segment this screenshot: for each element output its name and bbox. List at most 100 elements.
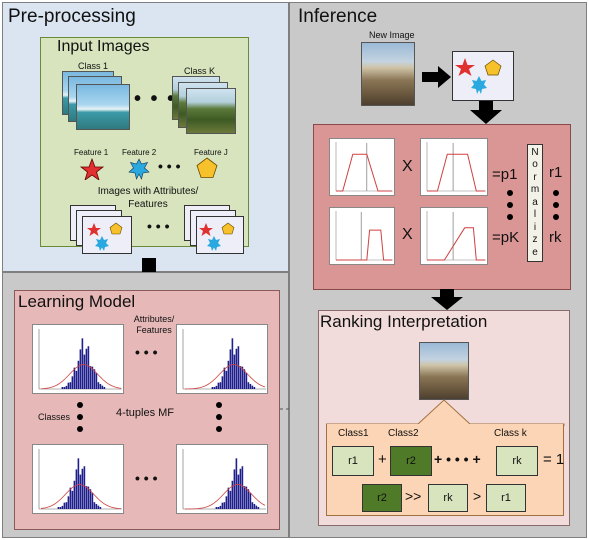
histogram-bar [63, 387, 66, 389]
vdot [77, 402, 83, 408]
attributes-ellipsis: • • • [147, 218, 170, 234]
feature-j-label: Feature J [194, 148, 228, 157]
rk-box: rk [496, 446, 538, 476]
histogram-bar [79, 349, 82, 389]
histogram-bar [93, 369, 96, 389]
histogram-bar [217, 382, 220, 389]
times-sign: X [402, 226, 413, 243]
histogram-bar [67, 382, 70, 389]
histogram-bar [231, 480, 234, 509]
histogram-bar [241, 466, 244, 509]
histogram-bar [213, 387, 216, 389]
histogram-bar [93, 502, 96, 509]
histogram-bar [247, 489, 250, 509]
histogram-bar [243, 369, 246, 389]
histogram-bar [99, 383, 102, 389]
histogram-bar [75, 469, 78, 509]
classes-label: Classes [38, 412, 71, 422]
new-image-feature-icons [455, 58, 502, 94]
histogram-bar [245, 486, 248, 509]
plus-sign: + [378, 451, 387, 468]
r2-rank-box: r2 [362, 484, 402, 512]
vdot [216, 426, 222, 432]
histogram-plot [32, 444, 124, 514]
histogram-bar [237, 474, 240, 509]
histogram-bar [227, 360, 230, 389]
membership-curve [427, 227, 485, 261]
histogram-bar [77, 360, 80, 389]
histogram-bar [237, 346, 240, 389]
membership-plot [420, 207, 488, 265]
histogram-bar [243, 486, 246, 509]
histogram-bar [233, 469, 236, 509]
histogram-bar [81, 338, 84, 389]
histogram-bar [65, 502, 68, 509]
learning-title: Learning Model [18, 292, 136, 311]
histogram-bar [223, 367, 226, 389]
class1-label: Class1 [338, 428, 369, 439]
histogram-bar [249, 493, 252, 509]
histogram-bar [221, 376, 224, 389]
histogram-bar [75, 370, 78, 389]
class2-label: Class2 [388, 428, 419, 439]
histogram-bar [217, 507, 220, 509]
membership-plot [329, 207, 395, 265]
r1-rank-box: r1 [486, 484, 526, 512]
histogram-bar [251, 502, 254, 509]
histogram-bar [57, 507, 60, 509]
membership-plot [420, 138, 488, 196]
histogram-bar [223, 502, 226, 509]
star-icon [80, 158, 104, 180]
histogram-bar [73, 367, 76, 389]
histogram-bar [253, 387, 256, 389]
histogram-bar [221, 502, 224, 509]
tuples-label: 4-tuples MF [115, 407, 175, 419]
membership-curve [427, 153, 485, 192]
histogram-bar [239, 366, 242, 389]
learning-h-ellipsis-top: • • • [135, 344, 158, 360]
feature-icons [87, 222, 123, 251]
histogram-bar [67, 496, 70, 509]
rk-rank-box: rk [428, 484, 468, 512]
learning-h-ellipsis-bottom: • • • [135, 470, 158, 486]
callout-pointer [326, 399, 565, 426]
histogram-bar [255, 505, 258, 509]
feature-2-label: Feature 2 [122, 148, 157, 157]
histogram-plot [176, 444, 268, 514]
vdot [77, 414, 83, 420]
histogram-bar [219, 382, 222, 389]
attributes-label: Images with Attributes/ Features [97, 186, 199, 210]
histogram-bar [211, 387, 214, 389]
equals-one: = 1 [543, 451, 565, 468]
histogram-bar [81, 468, 84, 509]
histogram-bar [235, 348, 238, 389]
vdot [553, 190, 559, 196]
learning-attributes-label: Attributes/ Features [133, 314, 175, 335]
ranking-title: Ranking Interpretation [320, 312, 488, 331]
r2-box: r2 [390, 446, 432, 476]
histogram-bar [247, 382, 250, 389]
right-arrow-icon [422, 66, 451, 88]
histogram-bar [231, 338, 234, 389]
preprocessing-title: Pre-processing [8, 6, 136, 27]
histogram-bar [235, 458, 238, 509]
histogram-bar [89, 489, 92, 509]
vdot [216, 414, 222, 420]
feature-1-label: Feature 1 [74, 148, 109, 157]
new-image-label: New Image [369, 30, 415, 40]
greater-sign: > [473, 488, 482, 504]
class-k-label: Class K [184, 66, 216, 76]
histogram-bar [95, 373, 98, 389]
histogram-bar [97, 505, 100, 509]
r1-label: r1 [549, 164, 563, 181]
histogram-bar [95, 503, 98, 509]
feature-ellipsis: • • • [158, 158, 181, 174]
feature-card [196, 216, 244, 254]
vdot [553, 214, 559, 220]
class-ellipsis: • • • [134, 88, 177, 110]
histogram-bar [225, 370, 228, 389]
fit-curve [184, 484, 266, 510]
fit-curve [40, 364, 122, 390]
rk-label: rk [549, 229, 562, 246]
histogram-bar [99, 507, 102, 509]
